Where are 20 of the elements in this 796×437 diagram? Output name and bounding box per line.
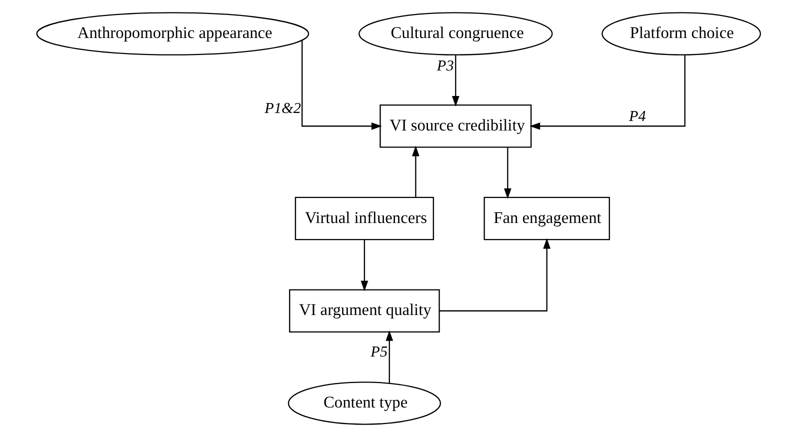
arrow	[412, 146, 419, 198]
node-box: VI argument quality	[288, 289, 440, 332]
arrow	[451, 55, 459, 107]
node-box: Fan engagement	[483, 196, 610, 240]
node-ellipse: Cultural congruence	[358, 12, 552, 56]
node-box: Virtual influencers	[294, 196, 434, 240]
arrow	[439, 238, 550, 312]
node-ellipse: Platform choice	[601, 12, 761, 56]
arrow	[503, 148, 511, 199]
arrow	[529, 55, 685, 130]
arrow	[301, 40, 382, 130]
edge-label: P5	[370, 343, 388, 360]
node-ellipse: Content type	[287, 382, 441, 425]
node-box: VI source credibility	[379, 104, 532, 148]
node-ellipse: Anthropomorphic appearance	[36, 12, 309, 56]
arrow	[385, 330, 393, 384]
edge-label: P4	[628, 108, 646, 125]
arrow	[360, 240, 368, 292]
edge-label: P1&2	[264, 100, 300, 117]
edge-label: P3	[436, 58, 454, 75]
